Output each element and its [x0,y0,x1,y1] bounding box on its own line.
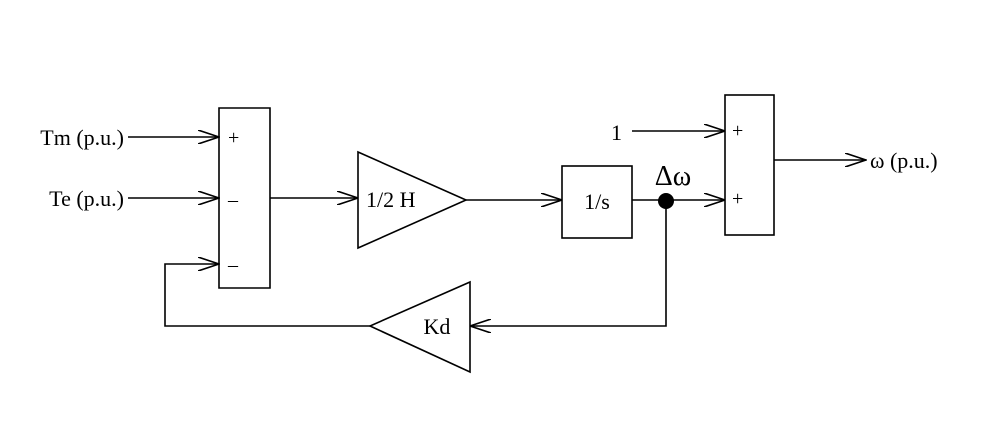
summing-block-1 [218,107,271,289]
delta-omega-label: Δω [655,161,691,192]
summing-block-2 [724,94,775,236]
summer1-sign-3: – [227,254,239,276]
inertia-gain-block [357,150,468,250]
integrator-label: 1/s [584,189,610,214]
input-label-one: 1 [611,120,622,145]
input-label-tm: Tm (p.u.) [40,125,124,150]
summer2-sign-2: + [732,188,743,210]
feedback-line-to-damping [470,201,667,326]
integrator-block [561,165,633,239]
damping-gain-label: Kd [424,314,451,339]
damping-gain-block [368,280,471,374]
summer2-sign-1: + [732,120,743,142]
input-label-te: Te (p.u.) [49,186,124,211]
feedback-line-to-summer1 [164,264,370,327]
inertia-gain-label: 1/2 H [366,187,416,212]
summer1-sign-1: + [228,127,239,149]
summer1-sign-2: – [227,189,239,211]
output-label: ω (p.u.) [870,148,938,173]
